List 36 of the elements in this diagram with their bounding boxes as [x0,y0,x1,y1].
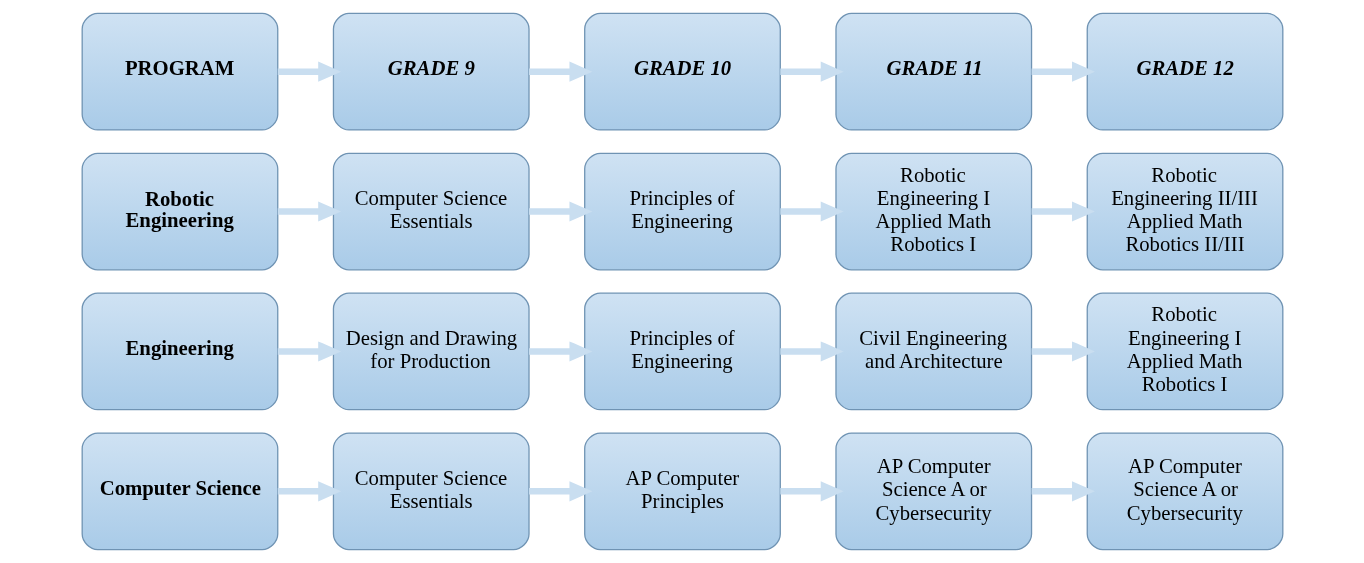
arrow [1031,61,1095,82]
node-box: PROGRAM [81,12,278,131]
arrow [779,201,844,222]
arrow [1031,201,1095,222]
node-box: Engineering [81,292,278,411]
arrow [277,481,341,502]
arrow [1031,341,1095,362]
node-box: GRADE 12 [1086,12,1283,131]
node-box: AP Computer Principles [583,432,781,551]
arrow [528,341,592,362]
node-box: Computer Science Essentials [332,152,530,271]
arrow [528,61,592,82]
node-box: Principles of Engineering [583,152,781,271]
arrow [528,481,592,502]
arrow [1031,481,1095,502]
arrow [528,201,592,222]
node-box: Robotic Engineering [81,152,278,271]
node-box: AP Computer Science A or Cybersecurity [834,432,1032,551]
node-box: GRADE 10 [583,12,781,131]
node-box: Robotic Engineering II/III Applied Math Robotics II/III [1086,152,1283,271]
node-box: Computer Science Essentials [332,432,530,551]
node-box: Civil Engineering and Architecture [834,292,1032,411]
arrow [779,481,844,502]
node-box: Robotic Engineering I Applied Math Robotics I [834,152,1032,271]
arrow [779,61,844,82]
node-box: Computer Science [81,432,278,551]
arrow [277,341,341,362]
node-box: AP Computer Science A or Cybersecurity [1086,432,1283,551]
node-box: GRADE 11 [834,12,1032,131]
arrow [277,201,341,222]
arrow [779,341,844,362]
node-box: Design and Drawing for Production [332,292,530,411]
node-box: GRADE 9 [332,12,530,131]
node-box: Principles of Engineering [583,292,781,411]
node-box: Robotic Engineering I Applied Math Robotics I [1086,292,1283,411]
arrow [277,61,341,82]
